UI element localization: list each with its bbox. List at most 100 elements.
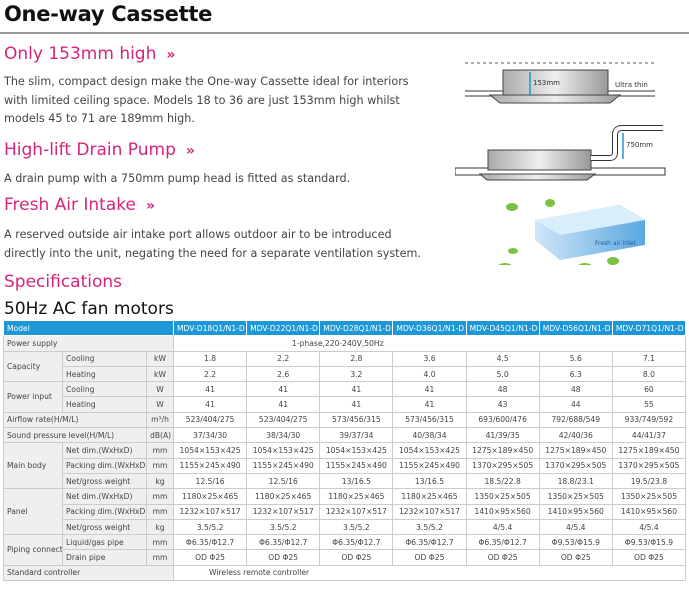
fan-motor-heading: 50Hz AC fan motors [4,299,174,319]
table-cell: 4/5.4 [465,518,540,536]
table-cell: 41 [392,381,467,398]
table-cell: 41 [172,396,248,413]
unit: kW [146,365,174,383]
table-cell: 18.8/23.1 [538,472,613,490]
sub-label: Net/gross weight [62,472,147,490]
table-cell: OD Φ25 [392,549,467,566]
unit: dB(A) [146,427,174,444]
table-cell: 44 [538,396,613,413]
table-cell: 1410×95×560 [538,503,613,520]
row-label: Power supply [3,335,174,352]
fresh-air-illustration: Fresh air inlet [498,199,645,265]
section-heading-drain: High-lift Drain Pump » [4,140,195,160]
table-row: Sound pressure level(H/M/L)dB(A)37/34/30… [3,427,687,444]
table-cell: 1232×107×517 [172,503,248,520]
model-name: MDV-D36Q1/N1-D [392,319,467,337]
table-cell: 2.6 [246,365,321,383]
ultra-thin-label: Ultra thin [615,81,648,89]
table-cell: 3.5/5.2 [172,518,248,536]
table-cell: 2.8 [319,350,394,367]
unit: mm [146,503,174,520]
table-cell: 1275×189×450 [611,442,687,459]
height-diagram: 153mm Ultra thin [465,62,655,104]
unit: mm [146,457,174,474]
sub-label: Heating [62,365,147,383]
table-row: Piping connectionsLiquid/gas pipemmΦ6.35… [3,534,687,566]
model-name: MDV-D56Q1/N1-D [538,319,613,337]
table-cell: 18.5/22.8 [465,472,540,490]
unit: mm [146,534,174,551]
table-cell: 1350×25×505 [538,488,613,505]
table-cell: 3.6 [392,350,467,367]
table-cell: 1232×107×517 [246,503,321,520]
pump-head-label: 750mm [626,141,653,149]
unit: W [146,381,174,398]
title-divider [0,32,689,34]
table-cell: 1275×189×450 [538,442,613,459]
table-cell: 1054×153×425 [172,442,248,459]
table-cell: OD Φ25 [319,549,394,566]
table-cell: 1-phase,220-240V,50Hz [173,335,686,352]
sub-label: Net/gross weight [62,518,147,536]
table-cell: 2.2 [246,350,321,367]
table-cell: 1410×95×560 [465,503,540,520]
table-cell: OD Φ25 [465,549,540,566]
table-cell: 44/41/37 [611,427,687,444]
table-cell: 41/39/35 [465,427,540,444]
table-cell: 3.2 [319,365,394,383]
table-cell: 1180×25×465 [319,488,394,505]
group-label: Panel [3,488,63,536]
model-name: MDV-D45Q1/N1-D [465,319,540,337]
table-cell: 13/16.5 [392,472,467,490]
sub-label: Drain pipe [62,549,147,566]
sub-label: Cooling [62,381,147,398]
table-cell: 38/34/30 [246,427,321,444]
table-cell: 41 [319,381,394,398]
model-name: MDV-D22Q1/N1-D [246,319,321,337]
table-cell: 4/5.4 [611,518,687,536]
table-cell: 1180×25×465 [172,488,248,505]
cassette-diagrams: 153mm Ultra thin 750mm Fresh air inlet [455,62,666,265]
section-text-drain: A drain pump with a 750mm pump head is f… [4,172,351,185]
model-header: Model [3,319,174,337]
table-cell: Φ6.35/Φ12.7 [465,534,540,551]
specifications-heading: Specifications [4,272,123,292]
table-cell: 8.0 [611,365,687,383]
table-cell: 5.0 [465,365,540,383]
table-cell: 1155×245×490 [246,457,321,474]
table-cell: 40/38/34 [392,427,467,444]
table-cell: 41 [172,381,248,398]
heading-text: Only 153mm high [4,44,157,64]
sub-label: Net dim.(WxHxD) [62,488,147,505]
chevron-icon: » [185,143,195,159]
heading-text: High-lift Drain Pump [4,140,176,160]
table-cell: 523/404/275 [246,411,321,429]
table-cell: 1350×25×505 [611,488,687,505]
sub-label: Packing dim.(WxHxD) [62,503,147,520]
section-text-height: The slim, compact design make the One-wa… [4,75,409,125]
table-cell: 523/404/275 [172,411,248,429]
table-cell: Φ6.35/Φ12.7 [392,534,467,551]
section-heading-height: Only 153mm high» [4,44,175,64]
table-cell: 1370×295×505 [538,457,613,474]
table-cell: 1232×107×517 [319,503,394,520]
table-cell: 41 [319,396,394,413]
table-cell: 2.2 [172,365,248,383]
drain-pump-diagram: 750mm [455,125,666,181]
table-cell: 1054×153×425 [392,442,467,459]
group-label: Main body [3,442,63,490]
table-cell: 48 [465,381,540,398]
table-cell: OD Φ25 [246,549,321,566]
table-cell: 5.6 [538,350,613,367]
table-cell: 12.5/16 [172,472,248,490]
table-cell: 1370×295×505 [611,457,687,474]
table-cell: OD Φ25 [538,549,613,566]
group-label: Piping connections [3,534,63,566]
